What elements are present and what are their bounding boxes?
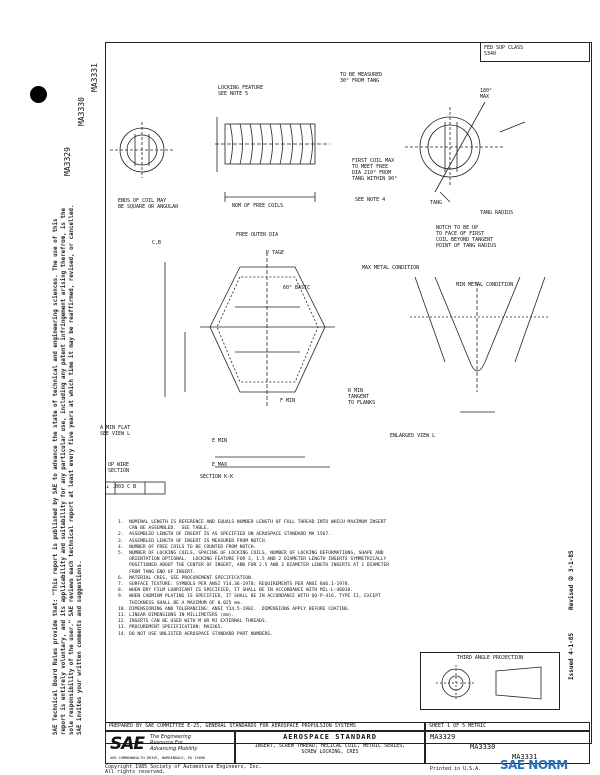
- label-cb: C,B: [152, 240, 162, 246]
- note-line: 13. PROCUREMENT SPECIFICATION: MA3365.: [118, 625, 224, 631]
- title-doc-code-2: MA3330: [470, 743, 496, 751]
- label-a-min-flat: A MIN FLAT SEE VIEW L: [100, 425, 131, 437]
- sheet-cell: SHEET 1 OF 5 METRIC: [425, 722, 590, 731]
- label-max-metal-condition: MAX METAL CONDITION: [362, 265, 420, 271]
- section-kk-profile: [164, 252, 335, 468]
- standard-type: AEROSPACE STANDARD: [283, 733, 377, 741]
- fed-sup-class-value: 5340: [484, 51, 497, 57]
- label-tang: TANG: [430, 200, 443, 206]
- label-basic-60: 60° BASIC: [283, 285, 311, 291]
- label-see-note-4: SEE NOTE 4: [355, 197, 386, 203]
- technical-drawing: [105, 101, 550, 495]
- notes-block: 1. NOMINAL LENGTH IS REFERENCE AND EQUAL…: [118, 520, 488, 638]
- sheet-text: SHEET 1 OF 5 METRIC: [429, 723, 487, 729]
- label-enlarged-view: ENLARGED VIEW L: [390, 433, 436, 439]
- left-doc-code-2: MA3330: [77, 97, 86, 126]
- printed-text: Printed in U.S.A.: [430, 766, 482, 772]
- note-line: 11. LINEAR DIMENSIONS IN MILLIMETERS (mm…: [118, 613, 235, 619]
- label-op-wire: OP WIRE SECTION: [108, 462, 130, 474]
- label-f-min: F MIN: [280, 398, 296, 404]
- note-line: CAN BE ASSEMBLED. SEE TABLE.: [118, 526, 210, 532]
- sae-address: 400 COMMONWEALTH DRIVE, WARRENDALE, PA 1…: [110, 756, 206, 760]
- tolerance-box-frame: [105, 481, 166, 495]
- third-angle-box: THIRD ANGLE PROJECTION: [420, 652, 560, 710]
- label-p-tage: P TAGE: [266, 250, 285, 256]
- label-ends-of-coil: ENDS OF COIL MAY BE SQUARE OR ANGULAR: [118, 198, 179, 210]
- label-nom-free-coils: NOM OF FREE COILS: [232, 203, 284, 209]
- fed-sup-class-box: FED SUP CLASS 5340: [480, 42, 590, 62]
- label-notch: NOTCH TO BE UP TO FACE OF FIRST COIL BEY…: [436, 225, 497, 249]
- note-line: 10. DIMENSIONING AND TOLERANCING: ANSI Y…: [118, 606, 351, 612]
- note-line: 7. SURFACE TEXTURE: SYMBOLS PER ANSI Y14…: [118, 582, 351, 588]
- fed-sup-class-label: FED SUP CLASS: [484, 45, 524, 51]
- label-e-min: E MIN: [212, 438, 228, 444]
- note-line: FROM TANG END OF INSERT.: [118, 569, 196, 575]
- label-first-coil: FIRST COIL MAX TO MEET FREE DIA 210° FRO…: [352, 158, 398, 182]
- note-line: 12. INSERTS CAN BE USED WITH M OR MJ EXT…: [118, 619, 268, 625]
- note-line: 1. NOMINAL LENGTH IS REFERENCE AND EQUAL…: [118, 520, 387, 525]
- part-title: INSERT, SCREW THREAD, HELICAL COIL, METR…: [254, 743, 406, 755]
- label-min-metal-condition: MIN METAL CONDITION: [456, 282, 514, 288]
- label-angle-180: 180° MAX: [480, 88, 493, 100]
- disclaimer-block: SAE Technical Board Rules provide that: …: [52, 195, 112, 735]
- disclaimer-text: SAE Technical Board Rules provide that: …: [53, 204, 83, 735]
- enlarged-view-l: [410, 276, 550, 413]
- note-line: 4. NUMBER OF FREE COILS TO BE COUNTED FR…: [118, 544, 257, 550]
- note-line: 8. WHEN DRY FILM LUBRICANT IS SPECIFIED,…: [118, 588, 354, 594]
- note-line: 9. WHEN CADMIUM PLATING IS SPECIFIED, IT…: [118, 594, 381, 600]
- drawing-frame: [105, 42, 592, 744]
- copyright-text: Copyright 1985 Society of Automotive Eng…: [105, 764, 262, 775]
- note-line: THICKNESS SHALL BE A MAXIMUM OF 0.025 mm…: [118, 600, 243, 606]
- label-tolerance-box: ⊥ .003 C B: [106, 484, 137, 490]
- sae-tagline: The Engineering Resource For Advancing M…: [150, 734, 198, 752]
- label-tang-radius: TANG RADIUS: [480, 210, 514, 216]
- sae-logo-cell: SAE The Engineering Resource For Advanci…: [105, 731, 235, 764]
- label-r-min: R MIN TANGENT TO FLANKS: [348, 388, 376, 406]
- revised-date: Revised ② 3-1-85: [568, 550, 575, 610]
- prepared-by-cell: PREPARED BY SAE COMMITTEE E-25, GENERAL …: [105, 722, 425, 731]
- note-line: 6. MATERIAL CRES, SEE PROCUREMENT SPECIF…: [118, 575, 254, 581]
- label-to-be-measured: TO BE MEASURED 30° FROM TANG: [340, 72, 383, 84]
- note-line: ORIENTATION OPTIONAL. LOCKING FEATURE FO…: [118, 557, 387, 563]
- third-angle-label: THIRD ANGLE PROJECTION: [456, 655, 524, 661]
- note-line: 2. ASSEMBLED LENGTH OF INSERT IS AS SPEC…: [118, 532, 331, 538]
- doc-codes-cell: MA3329 MA3330 MA3331: [425, 731, 590, 764]
- left-doc-code-3: MA3331: [90, 63, 99, 92]
- note-line: 14. DO NOT USE UNLISTED AEROSPACE STANDA…: [118, 631, 273, 637]
- punch-hole-mark: [30, 86, 47, 103]
- note-line: 5. NUMBER OF LOCKING COILS, SPACING OF L…: [118, 551, 384, 557]
- label-section-kk: SECTION K-K: [200, 474, 234, 480]
- title-doc-code-1: MA3329: [430, 733, 456, 741]
- note-line: POSITIONED ABOUT THE CENTER OF INSERT, A…: [118, 563, 390, 569]
- third-angle-symbol: [436, 665, 542, 701]
- coil-side-view: [215, 117, 330, 202]
- title-doc-code-3: MA3331: [512, 753, 538, 761]
- standard-title-cell: AEROSPACE STANDARD INSERT, SCREW THREAD,…: [235, 731, 425, 764]
- coil-end-view-right: [405, 101, 526, 203]
- watermark-logo: SAE NORM: [500, 758, 568, 772]
- issued-date: Issued 4-1-85: [568, 633, 575, 680]
- coil-end-view-left: [110, 122, 175, 178]
- left-doc-code-1: MA3329: [63, 147, 72, 176]
- label-locking-feature: LOCKING FEATURE SEE NOTE 5: [218, 85, 264, 97]
- prepared-by-text: PREPARED BY SAE COMMITTEE E-25, GENERAL …: [109, 723, 356, 729]
- note-line: 3. ASSEMBLED LENGTH OF INSERT IS MEASURE…: [118, 538, 268, 544]
- label-free-outer-dia: FREE OUTER DIA: [236, 232, 279, 238]
- sae-logo: SAE: [110, 734, 145, 754]
- label-e-max: E MAX: [212, 462, 228, 468]
